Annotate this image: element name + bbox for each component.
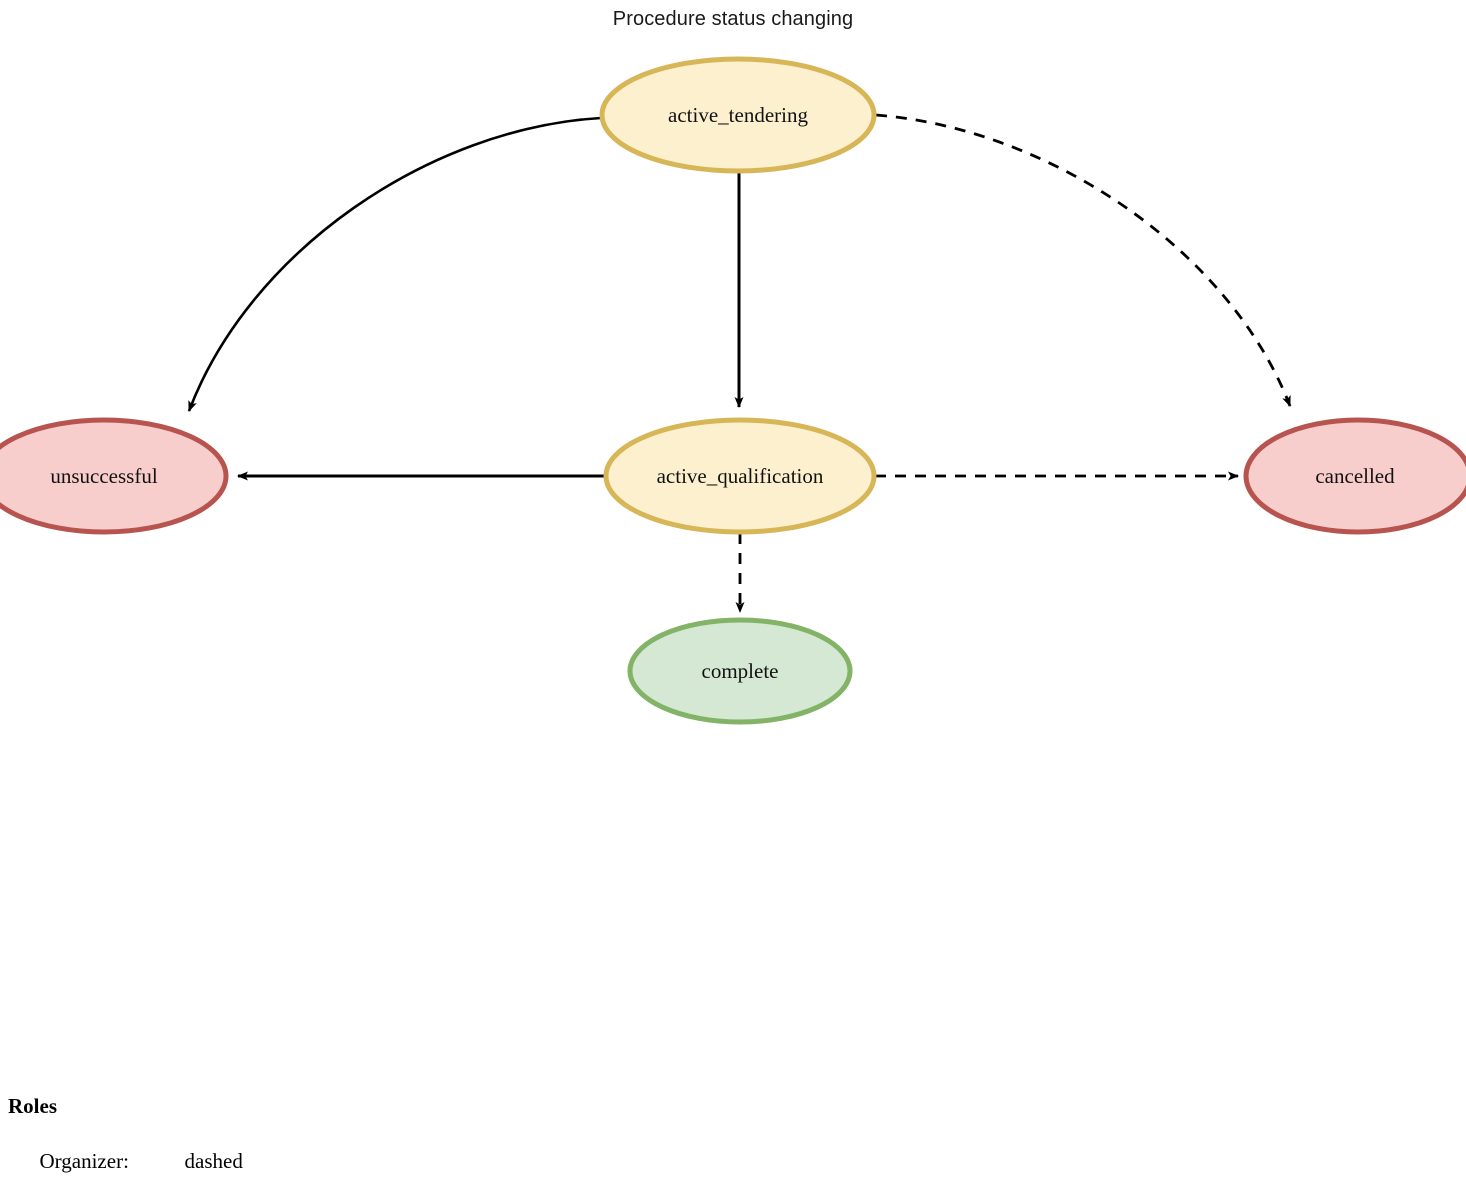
node-active-qualification-label: active_qualification	[657, 464, 824, 488]
legend-row-organizer: Organizer: dashed	[8, 1120, 243, 1178]
node-active-tendering[interactable]: active_tendering	[599, 56, 877, 174]
diagram-title: Procedure status changing	[612, 8, 854, 30]
legend-value-organizer: dashed	[184, 1148, 243, 1173]
node-active-tendering-shape[interactable]	[599, 56, 877, 174]
edge-active-tendering-to-unsuccessful	[187, 116, 602, 412]
node-cancelled-shape[interactable]	[1243, 417, 1466, 535]
node-unsuccessful[interactable]: unsuccessful	[0, 417, 229, 535]
node-active-tendering-label: active_tendering	[668, 103, 808, 127]
node-layer: active_tendering unsuccessful active_qua…	[0, 56, 1466, 725]
edge-active-tendering-to-cancelled	[875, 113, 1292, 407]
node-complete-label: complete	[702, 659, 779, 683]
edge-layer	[187, 113, 1292, 613]
legend-key-organizer: Organizer:	[39, 1148, 129, 1173]
node-complete[interactable]: complete	[627, 617, 853, 725]
node-unsuccessful-shape[interactable]	[0, 417, 229, 535]
node-active-qualification-shape[interactable]	[603, 417, 877, 535]
legend-title: Roles	[8, 1094, 57, 1118]
node-active-qualification[interactable]: active_qualification	[603, 417, 877, 535]
legend: Roles Organizer:dashed CDB:solid	[8, 1093, 243, 1178]
node-complete-shape[interactable]	[627, 617, 853, 725]
node-cancelled-label: cancelled	[1315, 464, 1395, 488]
node-unsuccessful-label: unsuccessful	[50, 464, 157, 488]
node-cancelled[interactable]: cancelled	[1243, 417, 1466, 535]
